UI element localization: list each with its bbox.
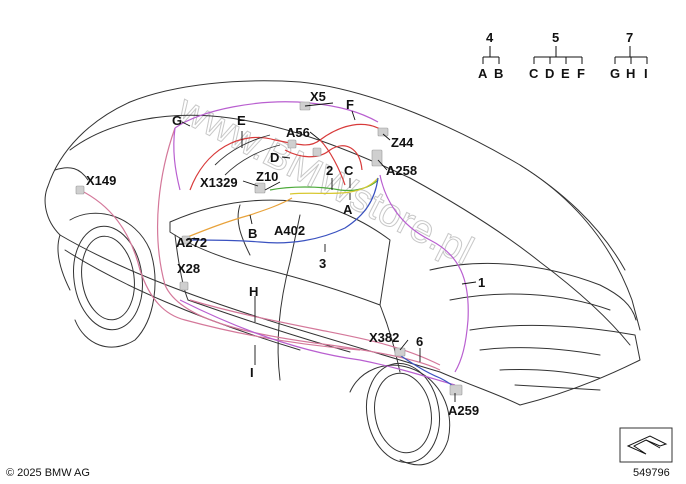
label-three: 3: [319, 256, 326, 271]
group-legend-5: 5 C D E F: [529, 30, 585, 81]
label-Z44: Z44: [391, 135, 414, 150]
svg-text:G: G: [610, 66, 620, 81]
connectors: [75, 101, 463, 396]
label-six: 6: [416, 334, 423, 349]
svg-text:5: 5: [552, 30, 559, 45]
diagram-id: 549796: [633, 467, 670, 479]
svg-text:D: D: [545, 66, 554, 81]
svg-text:E: E: [561, 66, 570, 81]
svg-text:A: A: [478, 66, 488, 81]
label-A: A: [343, 202, 353, 217]
svg-text:C: C: [529, 66, 539, 81]
car-outline: [44, 80, 641, 466]
svg-text:I: I: [644, 66, 648, 81]
svg-text:4: 4: [486, 30, 494, 45]
part-labels: X5 F G E A56 Z44 D 2 C A258 Z10 X1329 X1…: [86, 89, 485, 418]
svg-text:B: B: [494, 66, 503, 81]
label-X149: X149: [86, 173, 116, 188]
label-F: F: [346, 97, 354, 112]
label-one: 1: [478, 275, 485, 290]
label-E: E: [237, 113, 246, 128]
label-A272: A272: [176, 235, 207, 250]
label-D: D: [270, 150, 279, 165]
svg-text:7: 7: [626, 30, 633, 45]
label-A258: A258: [386, 163, 417, 178]
svg-text:H: H: [626, 66, 635, 81]
label-A402: A402: [274, 223, 305, 238]
group-legend-4: 4 A B: [478, 30, 503, 81]
wire-violet: [379, 174, 469, 373]
label-Z10: Z10: [256, 169, 278, 184]
label-B: B: [248, 226, 257, 241]
label-H: H: [249, 284, 258, 299]
label-A56: A56: [286, 125, 310, 140]
leader-lines: [181, 102, 477, 402]
svg-text:F: F: [577, 66, 585, 81]
label-two: 2: [326, 163, 333, 178]
group-legend-7: 7 G H I: [610, 30, 648, 81]
label-A259: A259: [448, 403, 479, 418]
label-C: C: [344, 163, 354, 178]
label-X1329: X1329: [200, 175, 238, 190]
wire-red: [189, 123, 386, 191]
orientation-arrow-icon: [619, 427, 673, 463]
label-I: I: [250, 365, 254, 380]
label-G: G: [172, 113, 182, 128]
copyright: © 2025 BMW AG: [6, 467, 90, 479]
label-X28: X28: [177, 261, 200, 276]
wire-harnesses: [79, 101, 469, 393]
label-X5: X5: [310, 89, 326, 104]
label-X382: X382: [369, 330, 399, 345]
wire-pink: [157, 127, 441, 371]
wire-blue: [189, 177, 379, 244]
